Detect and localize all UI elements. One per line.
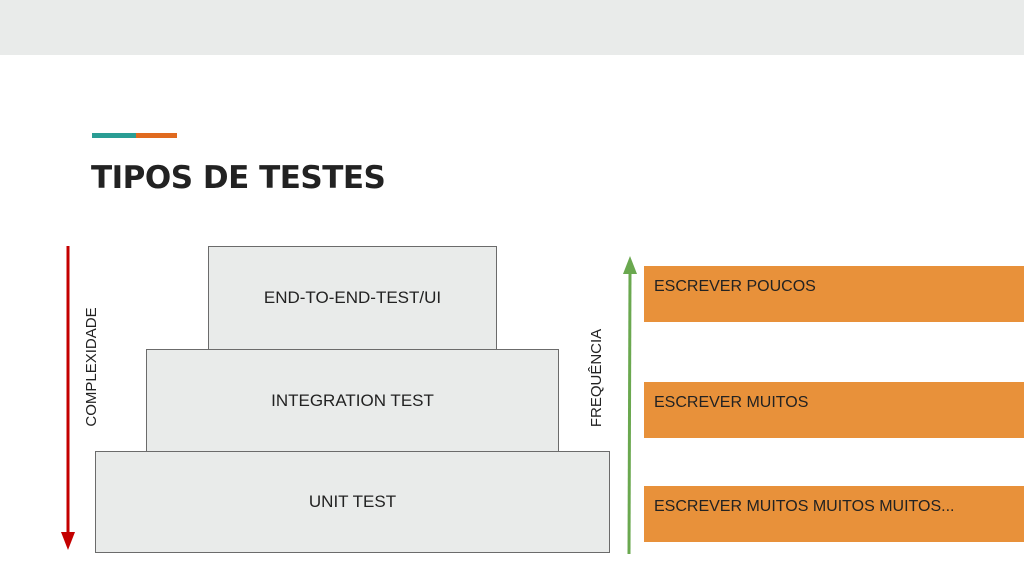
pyramid-block-integration-label: INTEGRATION TEST [271,391,434,410]
slide-title: TIPOS DE TESTES [91,160,386,196]
tag-write-few: ESCREVER POUCOS [644,266,1024,322]
pyramid-block-e2e: END-TO-END-TEST/UI [208,246,497,350]
frequency-arrow-shaft [627,271,632,555]
pyramid-block-unit: UNIT TEST [95,451,610,553]
pyramid-block-unit-label: UNIT TEST [308,492,397,511]
frequency-arrow-head [623,256,637,274]
frequency-arrow-icon [623,256,637,555]
tag-write-many-many: ESCREVER MUITOS MUITOS MUITOS... [644,486,1024,542]
frequency-label: FREQUÊNCIA [588,328,605,428]
title-accent-teal [92,133,136,138]
complexity-arrow-icon [61,246,75,550]
tag-write-many: ESCREVER MUITOS [644,382,1024,438]
complexity-arrow-head [61,532,75,550]
title-accent-orange [136,133,177,138]
complexity-label: COMPLEXIDADE [83,307,100,427]
pyramid-block-integration: INTEGRATION TEST [146,349,559,453]
top-bar [0,0,1024,55]
pyramid-block-e2e-label: END-TO-END-TEST/UI [263,288,442,307]
